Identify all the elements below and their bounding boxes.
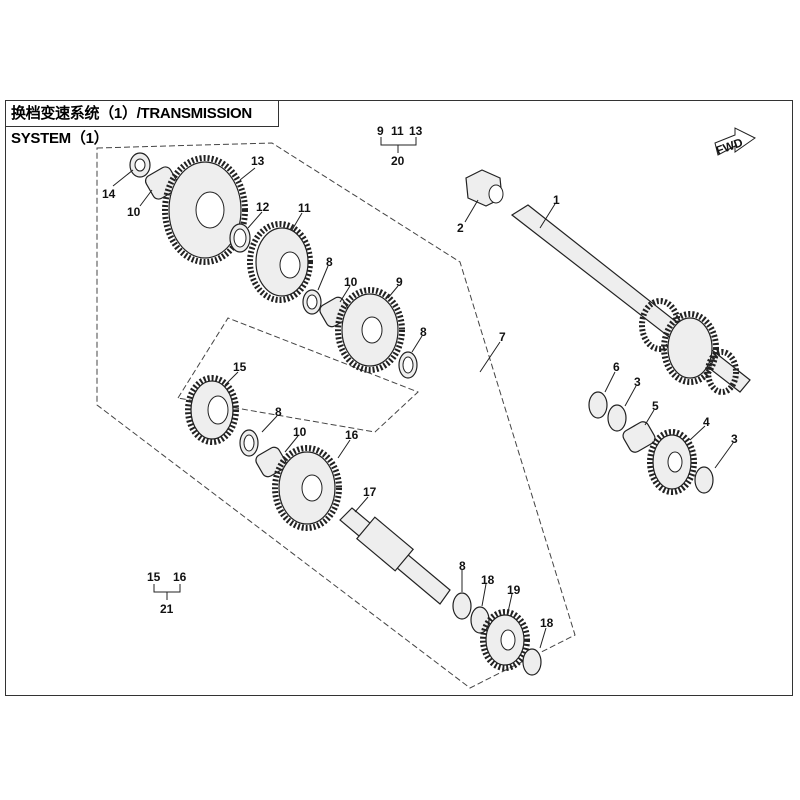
callout: 9 <box>377 124 384 138</box>
callout: 16 <box>173 570 187 584</box>
callout: 17 <box>363 485 377 499</box>
needle-bearing-5 <box>622 421 656 453</box>
callout: 6 <box>613 360 620 374</box>
diagram-title: 换档变速系统（1）/TRANSMISSION SYSTEM（1） <box>5 100 279 147</box>
callout: 16 <box>345 428 359 442</box>
gear-13 <box>162 155 248 265</box>
callout: 7 <box>499 330 506 344</box>
callout: 8 <box>459 559 466 573</box>
washer-14 <box>129 152 151 178</box>
washer-8d <box>452 592 472 620</box>
gear-15 <box>185 375 239 445</box>
main-shaft-1 <box>510 204 751 395</box>
callout: 3 <box>731 432 738 446</box>
callout: 10 <box>293 425 307 439</box>
callout: 1 <box>553 193 560 207</box>
shaft-17 <box>339 507 451 605</box>
callout: 8 <box>275 405 282 419</box>
callout: 19 <box>507 583 521 597</box>
gear-19 <box>480 609 530 671</box>
callout: 15 <box>147 570 161 584</box>
callout: 11 <box>391 124 404 138</box>
callout: 20 <box>391 154 405 168</box>
callout: 8 <box>420 325 427 339</box>
circlip-6 <box>588 391 608 419</box>
gear-16 <box>272 445 342 531</box>
group-7-outline <box>96 142 576 689</box>
callout: 5 <box>652 399 659 413</box>
callout: 14 <box>102 187 116 201</box>
callout: 10 <box>127 205 141 219</box>
circlip-18 <box>470 606 490 634</box>
gear-9 <box>335 287 405 373</box>
gear-4 <box>647 429 697 495</box>
washer-3 <box>607 404 627 432</box>
callout: 18 <box>540 616 554 630</box>
callout: 8 <box>326 255 333 269</box>
washer-8c <box>239 429 259 457</box>
washer-3b <box>694 466 714 494</box>
callout: 13 <box>409 124 423 138</box>
callout: 3 <box>634 375 641 389</box>
nut-2 <box>465 169 504 207</box>
fwd-label: FWD <box>714 135 745 158</box>
gear-11 <box>247 221 313 303</box>
callout: 2 <box>457 221 464 235</box>
callout: 15 <box>233 360 247 374</box>
forward-arrow-icon: FWD <box>714 127 756 158</box>
callout: 18 <box>481 573 495 587</box>
washer-12 <box>229 223 251 253</box>
group-21-outline <box>177 317 419 433</box>
callout: 11 <box>298 201 311 215</box>
callouts: 14 10 13 12 11 8 10 9 8 15 8 10 16 17 8 … <box>102 154 738 649</box>
diagram-frame <box>5 100 793 696</box>
callout: 10 <box>344 275 358 289</box>
callout: 13 <box>251 154 265 168</box>
callout: 9 <box>396 275 403 289</box>
assembly-21-bracket: 15 16 21 <box>147 570 187 616</box>
washer-8b <box>398 351 418 379</box>
assembly-20-bracket: 9 11 13 20 <box>377 124 423 168</box>
circlip-18b <box>522 648 542 676</box>
callout: 21 <box>160 602 174 616</box>
washer-8 <box>302 289 322 315</box>
callout: 4 <box>703 415 710 429</box>
callout: 12 <box>256 200 270 214</box>
